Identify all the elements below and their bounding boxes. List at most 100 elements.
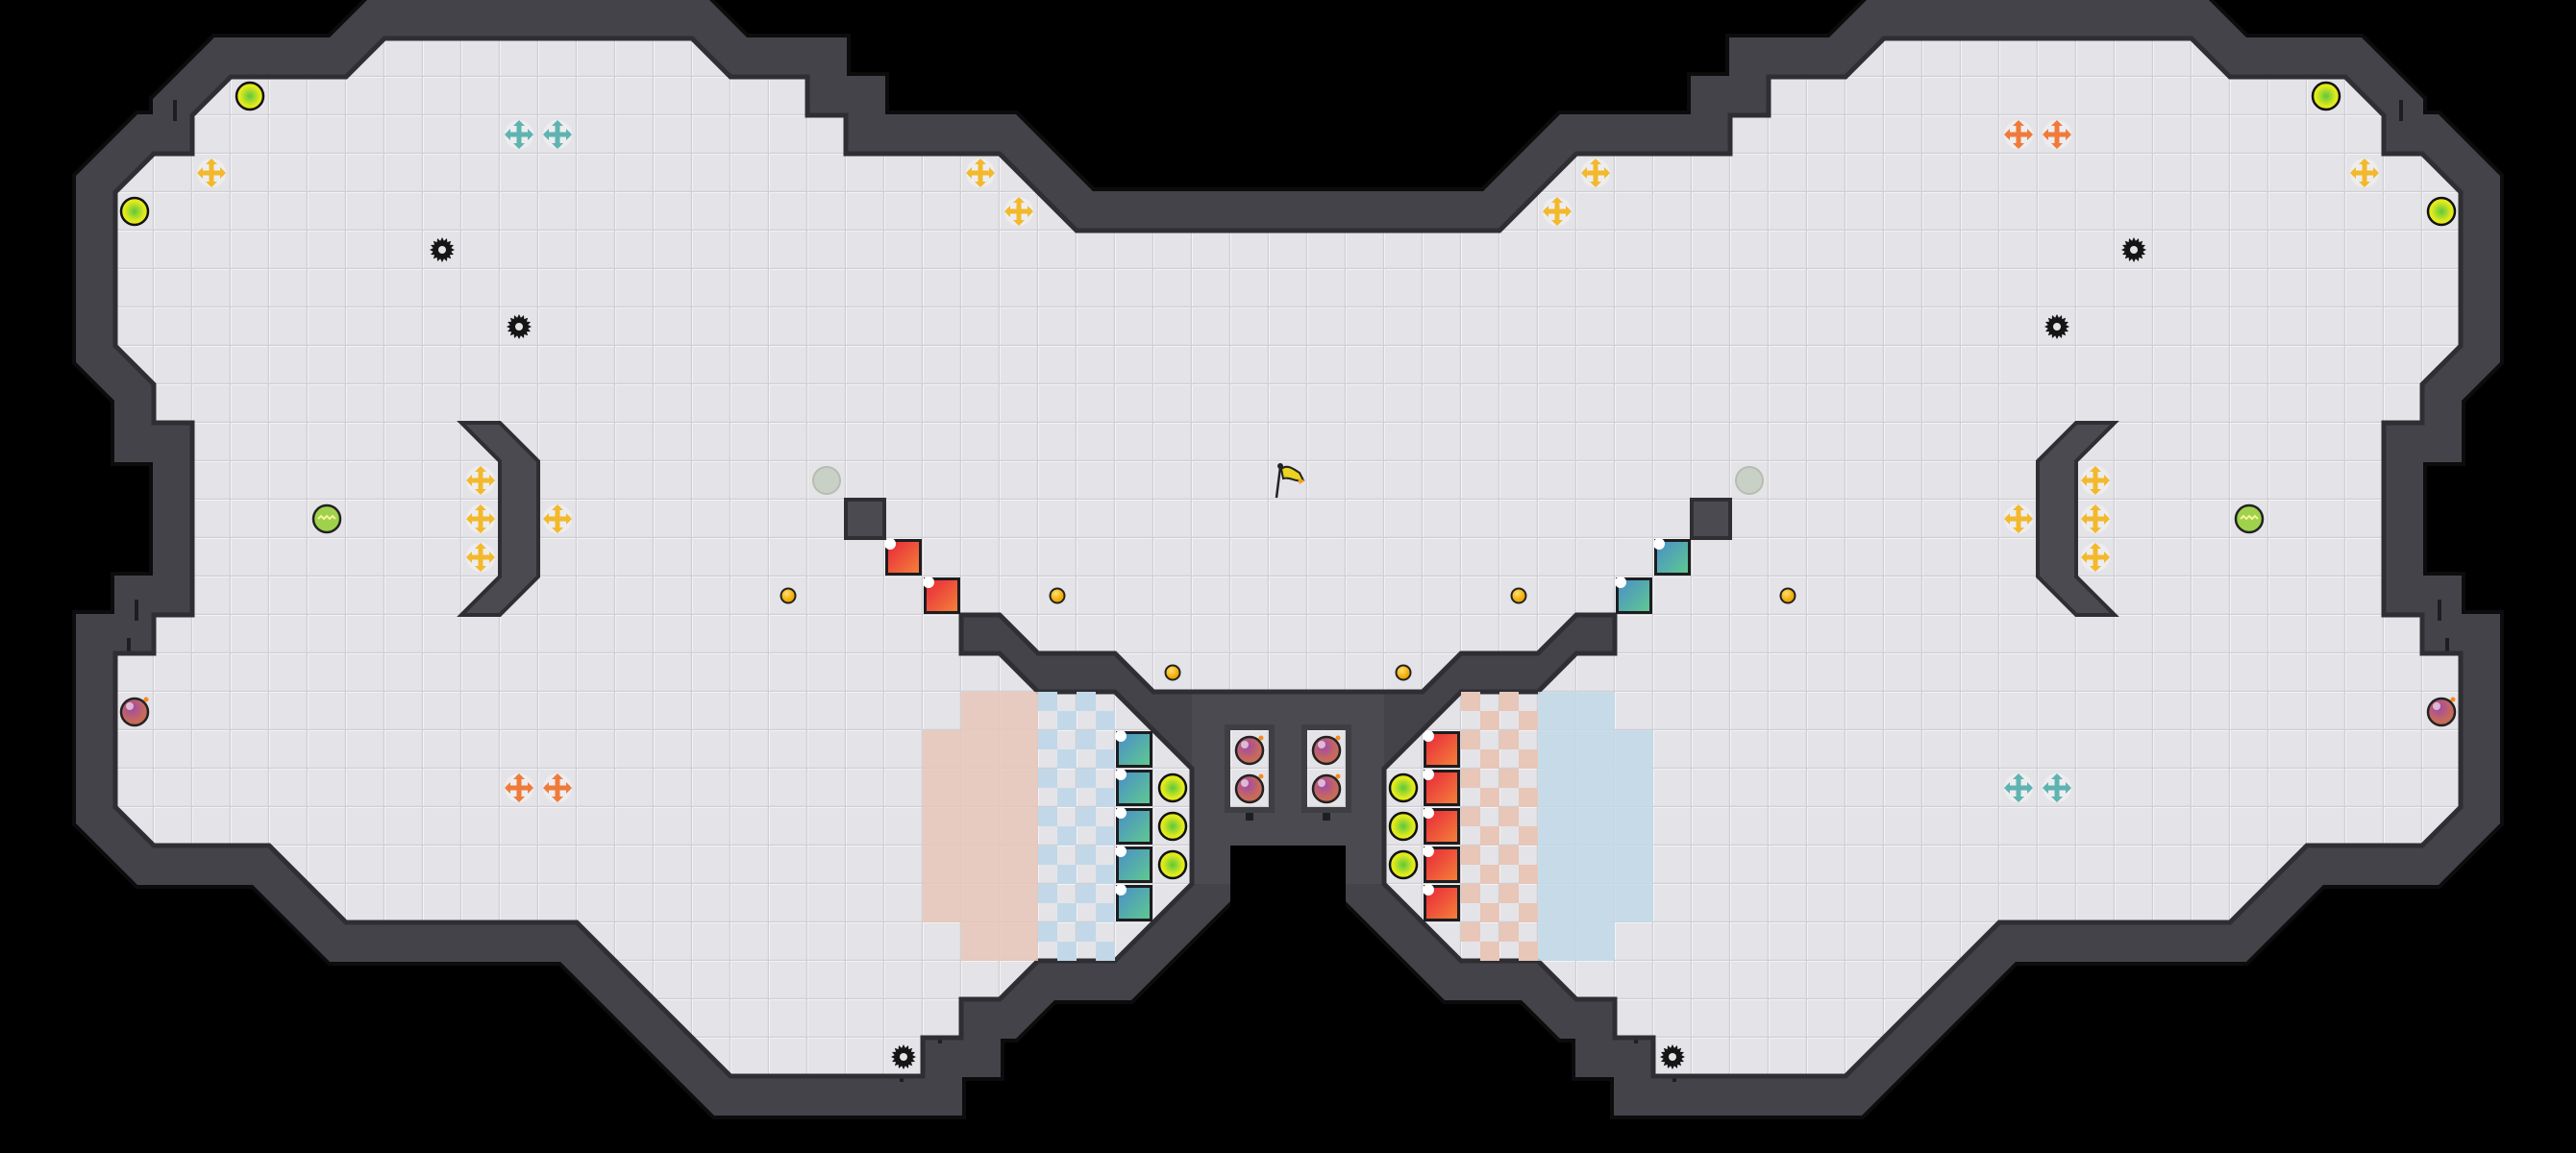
red-checker-tile [1480,711,1499,730]
spike-gear-icon [507,314,532,339]
red-checker-tile [1499,922,1519,942]
booster-arms [2083,545,2108,570]
blue-checker-tile [1057,865,1077,884]
portal-zigzag [317,514,336,521]
red-zone-tile [1000,846,1038,884]
red-zone-tile [1000,922,1038,961]
gate-shine [1423,807,1434,819]
red-checker-tile [1461,922,1480,942]
yellow-booster-icon [2081,466,2110,495]
blue-gate-icon [1115,884,1152,921]
blue-zone-tile [1615,769,1653,807]
map-entities [119,81,2457,1069]
yellow-booster-icon [466,504,495,533]
blue-checker-tile [1077,730,1096,749]
gate-shine [1423,769,1434,780]
booster-arms [1545,199,1570,224]
blue-zone-tile [1576,807,1615,846]
red-checker-tile [1499,884,1519,903]
gate-shine [1615,576,1626,588]
red-gate-icon [1423,730,1460,768]
red-gate-icon [1423,846,1460,883]
powerup-orb-icon [1388,773,1419,803]
powerup-orb-icon [1157,811,1188,842]
red-checker-tile [1519,865,1538,884]
red-zone-tile [961,884,1000,922]
red-zone-tile [961,846,1000,884]
yellow-booster-icon [2004,504,2033,533]
flag-icon [1275,463,1305,499]
red-checker-tile [1461,846,1480,865]
blue-checker-tile [1038,807,1057,826]
mine-dot-icon [1164,664,1181,681]
blue-checker-tile [1057,826,1077,846]
red-checker-tile [1480,942,1499,961]
bomb-icon [1311,773,1342,804]
bomb-shine [1318,741,1325,748]
bomb-shine [1241,779,1249,787]
blue-checker-tile [1096,749,1115,769]
red-checker-tile [1480,788,1499,807]
booster-arrows [505,120,533,149]
bomb-shine [2433,702,2440,710]
orange-booster-icon [2004,120,2033,149]
blue-checker-tile [1057,749,1077,769]
red-checker-tile [1461,884,1480,903]
booster-arrows [543,504,572,533]
wall-tick [173,100,177,121]
bomb-body [1234,735,1265,766]
booster-arms [468,506,493,531]
red-zone-tile [1000,730,1038,769]
button-icon [1735,466,1764,495]
powerup-orb-icon [2426,196,2457,227]
spike-gear-icon [430,237,455,262]
powerup-orb-icon [1157,849,1188,880]
booster-arrows [2350,159,2379,187]
red-gate-icon [1423,807,1460,845]
powerup-orb-icon [1157,773,1188,803]
red-checker-tile [1480,749,1499,769]
bomb-shine [126,702,134,710]
booster-arrows [197,159,226,187]
powerup-orb-icon [1388,811,1419,842]
booster-arms [199,160,224,185]
blue-checker-tile [1096,826,1115,846]
bomb-fuse [2450,697,2456,702]
inner-wall-bracket-left [457,421,540,617]
bomb-body [1234,773,1265,804]
teal-booster-icon [505,120,533,149]
booster-arms [2083,468,2108,493]
bomb-fuse [1335,773,1341,779]
blue-zone-tile [1538,884,1576,922]
blue-zone-tile [1576,846,1615,884]
bomb-fuse [143,697,149,702]
red-checker-tile [1519,903,1538,922]
teal-booster-icon [543,120,572,149]
blue-checker-tile [1038,769,1057,788]
blue-gate-icon [1115,730,1152,768]
booster-arrows [2004,504,2033,533]
booster-arrows [2004,120,2033,149]
portal-icon [2234,503,2265,534]
blue-zone-tile [1615,884,1653,922]
mine-dot-icon [1049,587,1066,604]
red-checker-tile [1519,788,1538,807]
blue-gate-icon [1115,846,1152,883]
booster-arrows [2081,543,2110,572]
red-gate-icon [1423,884,1460,921]
booster-arms [2006,775,2031,800]
red-checker-tile [1519,711,1538,730]
blue-gate-icon [1115,769,1152,806]
bomb-icon [119,697,150,727]
mine-dot-icon [1510,587,1527,604]
red-zone-tile [1000,692,1038,730]
yellow-booster-icon [1004,197,1033,226]
booster-arrows [2004,773,2033,802]
red-checker-tile [1499,807,1519,826]
bomb-body [119,697,150,727]
blue-zone-tile [1615,846,1653,884]
red-checker-tile [1499,769,1519,788]
mine-dot-icon [780,587,797,604]
blue-zone-tile [1615,807,1653,846]
yellow-booster-icon [2081,543,2110,572]
